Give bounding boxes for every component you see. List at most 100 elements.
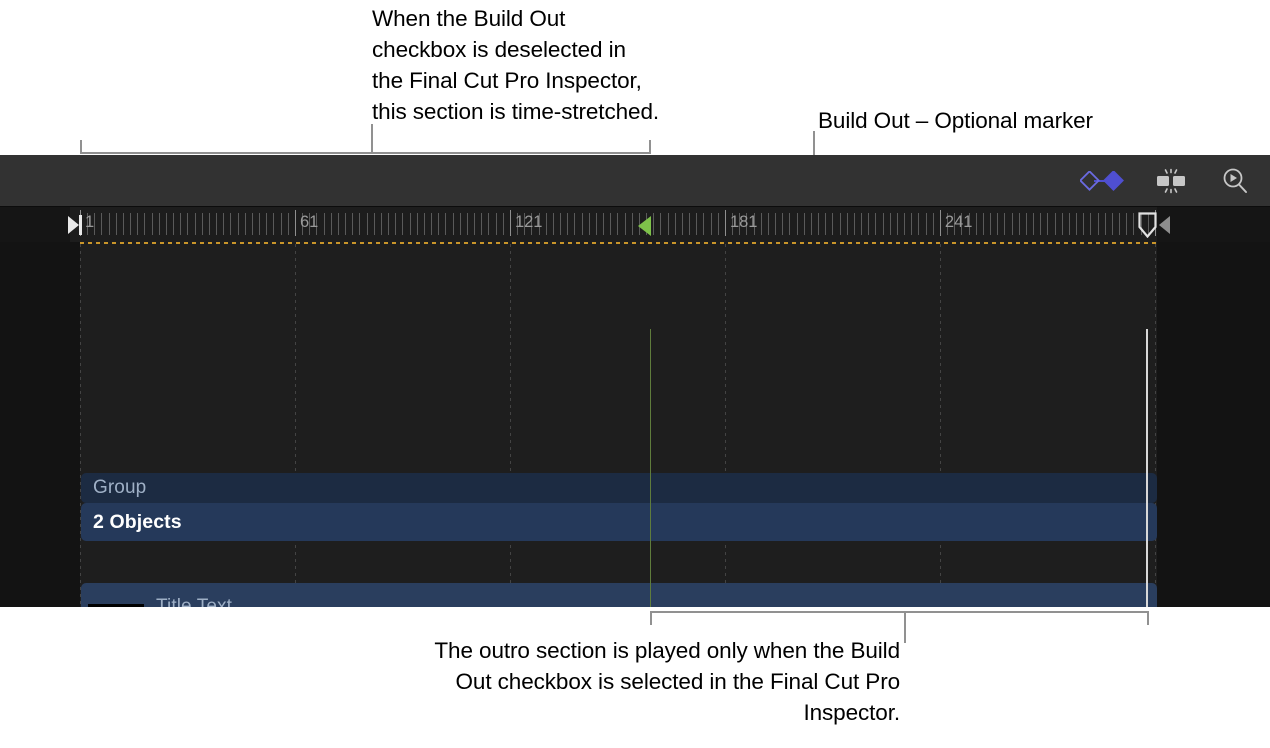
track-row-objects[interactable]: 2 Objects: [81, 503, 1157, 541]
ruler-minor-tick: [388, 213, 390, 235]
ruler-minor-tick: [968, 213, 970, 235]
ruler-minor-tick: [1111, 213, 1113, 235]
ruler-minor-tick: [932, 213, 934, 235]
track-gridline: [294, 244, 296, 607]
ruler-minor-tick: [330, 213, 332, 235]
timeline-toolbar: [0, 155, 1270, 207]
ruler-minor-tick: [696, 213, 698, 235]
ruler-minor-tick: [187, 213, 189, 235]
ruler-minor-tick: [739, 213, 741, 235]
ruler-minor-tick: [459, 213, 461, 235]
ruler-minor-tick: [689, 213, 691, 235]
ruler-minor-tick: [839, 213, 841, 235]
ruler-minor-tick: [1133, 213, 1135, 235]
ruler-minor-tick: [947, 213, 949, 235]
ruler-minor-tick: [466, 213, 468, 235]
zoom-search-icon[interactable]: [1208, 155, 1262, 207]
ruler-minor-tick: [345, 213, 347, 235]
ruler-minor-tick: [1054, 213, 1056, 235]
ruler-minor-tick: [158, 213, 160, 235]
ruler-minor-tick: [452, 213, 454, 235]
ruler-minor-tick: [373, 213, 375, 235]
annotation-build-out-marker: Build Out – Optional marker: [818, 108, 1093, 133]
track-row-title-text[interactable]: Title Text: [81, 583, 1157, 607]
ruler-minor-tick: [875, 213, 877, 235]
ruler-minor-tick: [137, 213, 139, 235]
ruler-major-tick: [294, 210, 296, 236]
ruler-minor-tick: [115, 213, 117, 235]
ruler-minor-tick: [760, 213, 762, 235]
ruler-major-tick: [724, 210, 726, 236]
out-point-marker-icon[interactable]: [1138, 212, 1157, 238]
ruler-minor-tick: [1140, 213, 1142, 235]
ruler-minor-tick: [1061, 213, 1063, 235]
track-gridline: [80, 244, 81, 607]
track-label-group: Group: [93, 477, 147, 498]
ruler-tick-label: 61: [299, 213, 319, 231]
ruler-minor-tick: [1076, 213, 1078, 235]
ruler-minor-tick: [502, 213, 504, 235]
ruler-minor-tick: [997, 213, 999, 235]
ruler-minor-tick: [581, 213, 583, 235]
ruler-tick-label: 121: [514, 213, 543, 231]
bottom-bracket-right-leg: [1147, 611, 1149, 625]
ruler-minor-tick: [674, 213, 676, 235]
ruler-minor-tick: [122, 213, 124, 235]
ruler-minor-tick: [280, 213, 282, 235]
track-label-objects: 2 Objects: [93, 510, 182, 533]
ruler-minor-tick: [151, 213, 153, 235]
ruler-minor-tick: [230, 213, 232, 235]
ruler-minor-tick: [531, 213, 533, 235]
track-gridline: [509, 244, 511, 607]
ruler-minor-tick: [194, 213, 196, 235]
ruler-minor-tick: [710, 213, 712, 235]
ruler-minor-tick: [173, 213, 175, 235]
ruler-minor-tick: [610, 213, 612, 235]
ruler-minor-tick: [237, 213, 239, 235]
ruler-minor-tick: [552, 213, 554, 235]
ruler-minor-tick: [703, 213, 705, 235]
timeline-panel: 161121181241301 Group 2 Objects: [0, 155, 1270, 607]
ruler-minor-tick: [445, 213, 447, 235]
ruler-minor-tick: [416, 213, 418, 235]
line-thumbnail-icon: [88, 604, 144, 607]
ruler-minor-tick: [1083, 213, 1085, 235]
playhead-line[interactable]: [1146, 329, 1148, 607]
ruler-minor-tick: [868, 213, 870, 235]
project-start-marker-icon[interactable]: [68, 216, 79, 234]
ruler-major-tick: [939, 210, 941, 236]
ruler-minor-tick: [337, 213, 339, 235]
ruler-minor-tick: [259, 213, 261, 235]
timeline-ruler[interactable]: 161121181241301: [0, 207, 1270, 242]
ruler-minor-tick: [753, 213, 755, 235]
track-label-title-text: Title Text: [156, 595, 232, 608]
ruler-minor-tick: [603, 213, 605, 235]
ruler-tick-label: 181: [729, 213, 758, 231]
ruler-minor-tick: [681, 213, 683, 235]
top-bracket-rail: [80, 152, 651, 154]
ruler-minor-tick: [667, 213, 669, 235]
ruler-minor-tick: [595, 213, 597, 235]
out-point-triangle-icon: [1159, 216, 1170, 234]
ruler-minor-tick: [216, 213, 218, 235]
ruler-minor-tick: [624, 213, 626, 235]
ruler-minor-tick: [1018, 213, 1020, 235]
track-gridline: [1154, 244, 1156, 607]
ruler-minor-tick: [810, 213, 812, 235]
ruler-minor-tick: [359, 213, 361, 235]
track-gridline: [724, 244, 726, 607]
ruler-minor-tick: [789, 213, 791, 235]
show-hide-timeline-icon[interactable]: [1144, 155, 1198, 207]
ruler-minor-tick: [538, 213, 540, 235]
build-out-marker-icon[interactable]: [638, 216, 651, 236]
ruler-minor-tick: [180, 213, 182, 235]
ruler-minor-tick: [961, 213, 963, 235]
track-row-group[interactable]: Group: [81, 473, 1157, 503]
ruler-minor-tick: [732, 213, 734, 235]
ruler-minor-tick: [882, 213, 884, 235]
ruler-minor-tick: [302, 213, 304, 235]
keyframe-diamonds-icon[interactable]: [1078, 155, 1132, 207]
ruler-minor-tick: [208, 213, 210, 235]
ruler-minor-tick: [1068, 213, 1070, 235]
ruler-minor-tick: [524, 213, 526, 235]
